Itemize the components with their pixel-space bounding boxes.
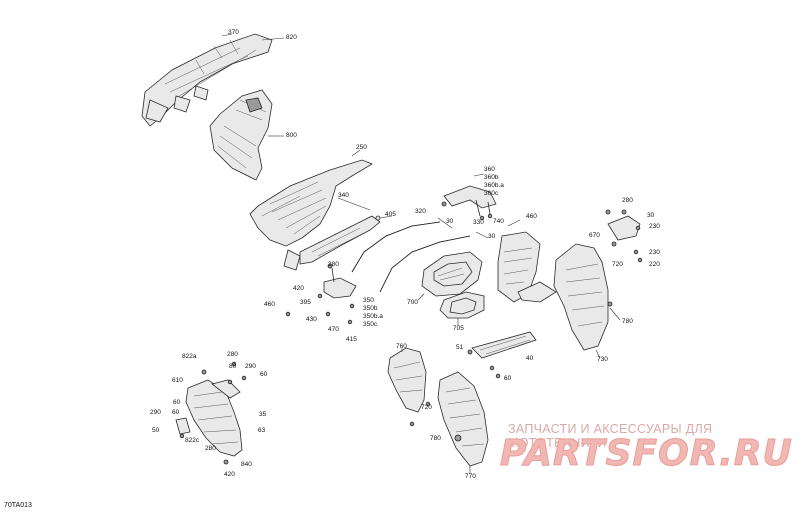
leader-405 (379, 215, 393, 219)
callout-840: 840 (241, 461, 252, 468)
callout-700: 700 (407, 299, 418, 306)
part-820-frame-beam (141, 33, 273, 127)
leader-370 (221, 33, 233, 37)
callout-350b-a: 350b.a (363, 313, 383, 320)
callout-220: 220 (649, 261, 660, 268)
watermark-tagline: ЗАПЧАСТИ И АКСЕССУАРЫ ДЛЯ МОТОТЕХНИКИ (508, 422, 713, 450)
leader-460b (507, 219, 521, 227)
leader-340 (337, 197, 371, 211)
callout-350: 350 (363, 297, 374, 304)
callout-60: 60 (172, 409, 180, 416)
callout-330: 330 (473, 219, 484, 226)
leader-30a (437, 217, 453, 229)
callout-730: 730 (597, 356, 608, 363)
leader-820 (261, 37, 285, 41)
callout-460: 460 (526, 213, 537, 220)
part-730-side-cover (553, 243, 613, 351)
callout-760: 760 (396, 343, 407, 350)
leader-30b (475, 231, 489, 239)
callout-230: 230 (649, 223, 660, 230)
leader-360 (473, 173, 485, 177)
callout-460: 460 (264, 301, 275, 308)
part-340-lower-bracket (299, 215, 381, 265)
callout-360c: 360c (484, 190, 499, 197)
part-350-bracket (285, 263, 357, 325)
callout-60: 60 (260, 371, 268, 378)
part-320-rail (351, 221, 441, 273)
callout-30: 30 (488, 233, 496, 240)
callout-290: 290 (245, 363, 256, 370)
callout-770: 770 (465, 473, 476, 480)
callout-405: 405 (385, 211, 396, 218)
callout-35: 35 (259, 411, 267, 418)
part-330-rail (379, 235, 471, 293)
leader-250 (351, 149, 361, 157)
callout-470: 470 (328, 326, 339, 333)
callout-780: 780 (430, 435, 441, 442)
callout-360: 360 (484, 166, 495, 173)
callout-40: 40 (526, 355, 534, 362)
diagram-reference-code: 70TA013 (4, 502, 32, 509)
callout-30: 30 (446, 218, 454, 225)
leader-730 (595, 349, 601, 359)
callout-415: 415 (346, 336, 357, 343)
callout-360b-a: 360b.a (484, 182, 504, 189)
callout-60: 60 (173, 399, 181, 406)
callout-230: 230 (649, 249, 660, 256)
part-760-lower-panel (387, 347, 427, 413)
callout-280: 280 (205, 445, 216, 452)
leader-780a (609, 307, 621, 321)
callout-420: 420 (293, 285, 304, 292)
callout-740: 740 (493, 218, 504, 225)
part-250-main-console (249, 159, 373, 271)
watermark-logo: PARTSFOR.RU (500, 433, 793, 475)
callout-360b: 360b (484, 174, 499, 181)
part-800-side-panel (209, 89, 273, 181)
callout-670: 670 (589, 232, 600, 239)
leader-700 (417, 293, 425, 301)
callout-290: 290 (150, 409, 161, 416)
callout-780: 780 (622, 318, 633, 325)
part-700-gauge-housing (421, 251, 483, 297)
part-360-bracket (441, 185, 497, 221)
callout-80: 80 (229, 363, 237, 370)
part-40-bar (467, 331, 537, 379)
part-740-center-bracket (497, 231, 557, 303)
callout-822c: 822c (185, 437, 200, 444)
callout-350b: 350b (363, 305, 378, 312)
callout-380: 380 (328, 261, 339, 268)
callout-30: 30 (647, 212, 655, 219)
callout-800: 800 (286, 132, 297, 139)
part-705-gauge-bezel (439, 291, 485, 319)
callout-280: 280 (622, 197, 633, 204)
callout-63: 63 (258, 427, 266, 434)
callout-60: 60 (504, 375, 512, 382)
callout-250: 250 (356, 144, 367, 151)
callout-705: 705 (453, 325, 464, 332)
callout-350c: 350c (363, 321, 378, 328)
callout-610: 610 (172, 377, 183, 384)
callout-51: 51 (456, 344, 464, 351)
callout-395: 395 (300, 299, 311, 306)
part-280-hardware (605, 209, 643, 263)
callout-720: 720 (612, 261, 623, 268)
part-770-lower-panel (409, 371, 489, 467)
callout-420: 420 (224, 471, 235, 478)
callout-370: 370 (228, 29, 239, 36)
callout-320: 320 (415, 208, 426, 215)
callout-340: 340 (338, 192, 349, 199)
callout-822a: 822a (182, 353, 197, 360)
callout-50: 50 (152, 427, 160, 434)
callout-720: 720 (421, 404, 432, 411)
callout-820: 820 (286, 34, 297, 41)
callout-430: 430 (306, 316, 317, 323)
part-822-lower-left-assembly (175, 361, 247, 465)
callout-280: 280 (227, 351, 238, 358)
